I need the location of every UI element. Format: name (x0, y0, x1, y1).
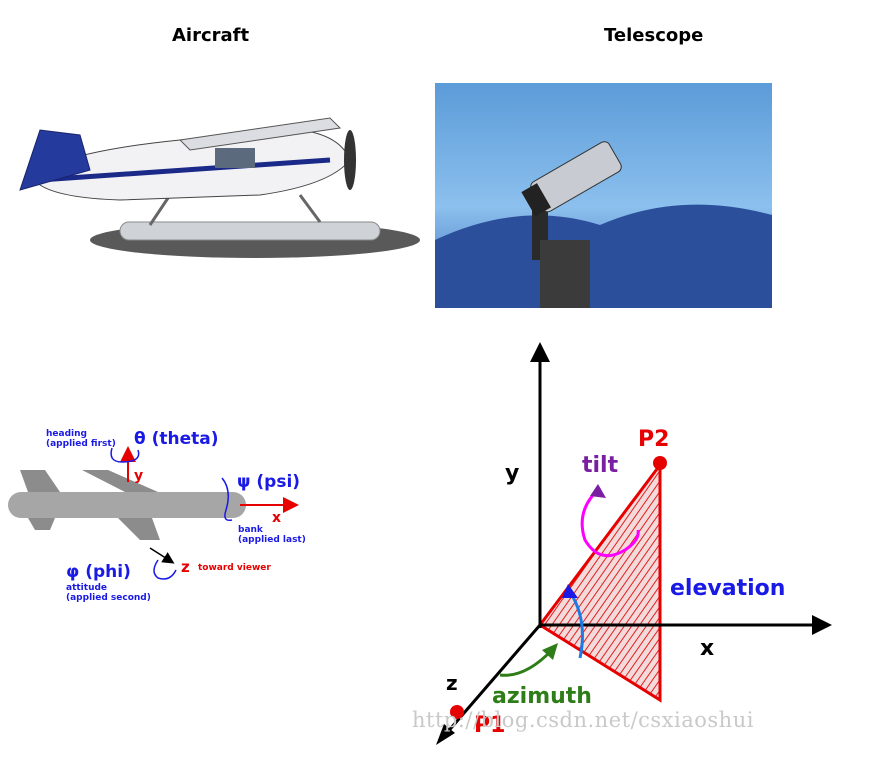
aircraft-z-label: z (181, 558, 190, 576)
telescope-y-label: y (505, 461, 519, 486)
elevation-triangle (537, 460, 662, 703)
telescope-photo (435, 83, 772, 308)
telescope-z-label: z (446, 671, 458, 695)
tail-fin-top (20, 470, 60, 492)
heading-rotation-arc (110, 447, 140, 463)
fuselage-shape (8, 492, 246, 518)
z-axis-arrowhead (436, 724, 455, 745)
telescope-x-label: x (700, 636, 714, 661)
telescope-title: Telescope (604, 25, 704, 46)
p2-point (653, 456, 667, 470)
bank-rotation-arc (221, 477, 233, 522)
heading-note-line2: (applied first) (46, 439, 116, 449)
aircraft-axis-diagram: heading (applied first) θ (theta) y ψ (p… (8, 429, 306, 603)
elevation-arrowhead (562, 584, 578, 598)
aircraft-y-label: y (134, 468, 143, 484)
phi-label: φ (phi) (66, 562, 131, 582)
wing-top (82, 470, 158, 492)
telescope-axis-diagram: y x z P2 P1 tilt elevation azimuth (436, 342, 832, 745)
p1-point (450, 705, 464, 719)
attitude-note-line2: (applied second) (66, 593, 151, 603)
x-axis-arrowhead (812, 615, 832, 635)
z-axis-arrow (149, 547, 175, 564)
aircraft-x-label: x (272, 510, 281, 526)
bank-note-line2: (applied last) (238, 535, 306, 545)
azimuth-label: azimuth (492, 684, 592, 709)
seaplane-photo (19, 117, 420, 258)
toward-viewer-label: toward viewer (198, 563, 271, 573)
attitude-note-line1: attitude (66, 583, 107, 593)
azimuth-arrowhead (542, 643, 558, 660)
heading-note-line1: heading (46, 429, 87, 439)
tilt-label: tilt (582, 453, 619, 478)
attitude-rotation-arc (153, 559, 177, 580)
elevation-label: elevation (670, 576, 785, 601)
psi-label: ψ (psi) (237, 472, 300, 492)
p1-label: P1 (474, 713, 505, 738)
wing-bottom (118, 518, 160, 540)
y-axis-arrowhead (530, 342, 550, 362)
tilt-arrowhead (590, 484, 606, 498)
tilt-arc (580, 486, 640, 558)
theta-label: θ (theta) (134, 429, 219, 449)
tail-fin-bottom (28, 518, 55, 530)
p2-label: P2 (638, 427, 669, 452)
bank-note-line1: bank (238, 525, 264, 535)
watermark: http://blog.csdn.net/csxiaoshui (412, 708, 754, 732)
aircraft-title: Aircraft (172, 25, 250, 46)
